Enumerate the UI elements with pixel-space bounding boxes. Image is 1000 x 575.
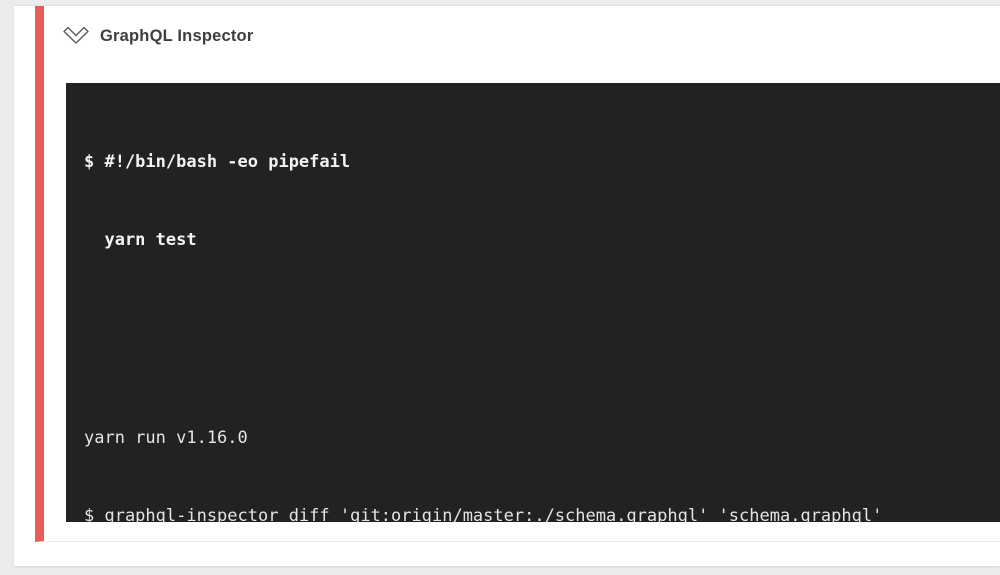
terminal-line: yarn run v1.16.0 (84, 428, 248, 448)
terminal-line: $ graphql-inspector diff 'git:origin/mas… (84, 506, 883, 522)
failed-step-row: GraphQL Inspector $ #!/bin/bash -eo pipe… (35, 6, 1000, 542)
step-header[interactable]: GraphQL Inspector (44, 6, 1000, 47)
command-line: $ #!/bin/bash -eo pipefail (84, 152, 351, 172)
command-line: yarn test (84, 230, 197, 250)
build-step-card: GraphQL Inspector $ #!/bin/bash -eo pipe… (14, 5, 1000, 566)
terminal-output: $ #!/bin/bash -eo pipefail yarn test yar… (66, 83, 1000, 522)
step-title: GraphQL Inspector (100, 26, 254, 45)
terminal-gap (84, 331, 1000, 347)
chevron-down-icon[interactable] (62, 25, 90, 47)
